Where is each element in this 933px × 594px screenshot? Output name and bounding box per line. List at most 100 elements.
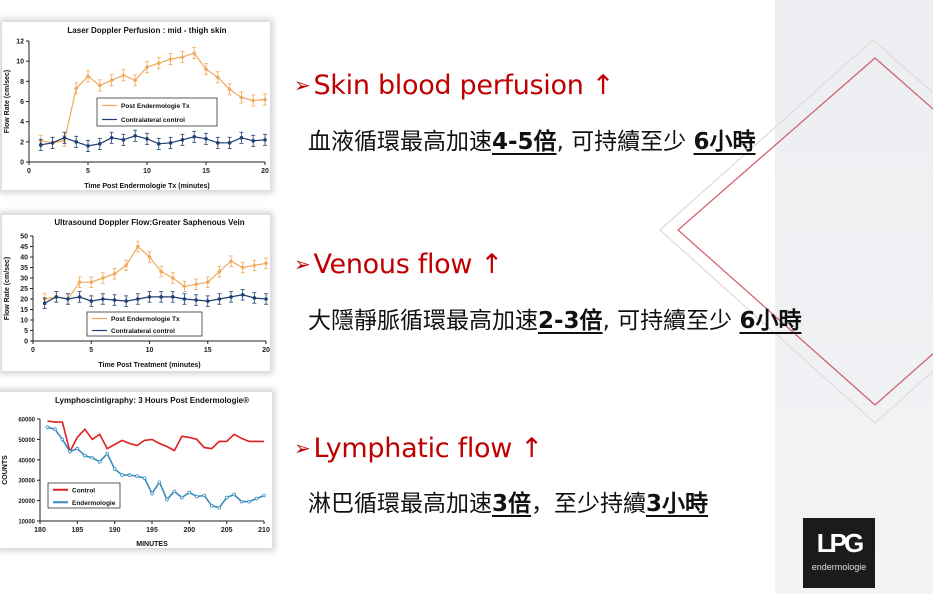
data-point (262, 97, 268, 102)
data-point (109, 78, 114, 83)
data-point (239, 499, 244, 504)
x-tick-label: 200 (183, 527, 195, 534)
data-point (112, 298, 117, 302)
x-axis-label: Time Post Treatment (minutes) (98, 362, 200, 369)
legend-label: Control (72, 487, 95, 494)
data-point (193, 282, 199, 287)
x-tick-label: 5 (89, 347, 93, 354)
data-point (142, 476, 147, 480)
x-axis-label: Time Post Endermologie Tx (minutes) (84, 183, 210, 190)
data-point (124, 299, 128, 303)
y-tick-label: 10 (20, 318, 28, 325)
data-point (144, 64, 150, 70)
series-line-0 (44, 245, 267, 300)
data-point (97, 460, 102, 464)
x-tick-label: 5 (86, 168, 90, 175)
data-point (135, 244, 141, 249)
data-point (252, 296, 257, 300)
bullet-arrow-icon: ➢ (294, 436, 311, 460)
data-point (180, 495, 184, 500)
x-tick-label: 10 (143, 168, 151, 175)
legend-label: Contralateral control (121, 117, 185, 124)
data-point (209, 503, 214, 508)
data-point (250, 98, 256, 103)
body-text: 血液循環最高加速 (308, 129, 492, 155)
data-point (216, 141, 220, 145)
logo-subtext: endermologie (811, 562, 867, 572)
emphasis-multiplier: 2-3倍 (538, 308, 603, 334)
data-point (85, 74, 91, 79)
bullet-arrow-icon: ➢ (294, 252, 311, 276)
data-point (203, 66, 209, 72)
legend-box (96, 97, 218, 127)
data-point (191, 50, 197, 56)
data-point (171, 295, 175, 299)
data-point (39, 143, 43, 147)
chart-lymphoscintigraphy: Lymphoscintigraphy: 3 Hours Post Endermo… (0, 392, 272, 548)
x-tick-label: 205 (221, 527, 233, 534)
series-line-0 (40, 52, 266, 144)
y-tick-label: 50000 (18, 438, 35, 444)
legend-box (47, 482, 121, 509)
emphasis-duration: 6小時 (693, 129, 756, 155)
data-point (105, 451, 109, 456)
data-point (77, 279, 82, 285)
data-point (121, 73, 126, 78)
data-point (252, 263, 257, 268)
data-point (45, 425, 50, 429)
data-point (187, 490, 192, 495)
x-tick-label: 0 (27, 168, 31, 175)
y-tick-label: 12 (16, 39, 24, 46)
x-tick-label: 210 (258, 527, 270, 534)
data-point (262, 493, 266, 498)
data-point (182, 297, 187, 301)
data-point (109, 136, 114, 140)
data-point (90, 455, 95, 460)
data-point (204, 137, 208, 141)
data-point (42, 301, 47, 305)
x-tick-label: 190 (109, 527, 121, 534)
data-point (127, 473, 132, 477)
body-text: , 可持續至少 (556, 129, 694, 155)
legend-label: Post Endermologie Tx (121, 103, 190, 110)
y-tick-label: 2 (20, 139, 24, 146)
data-point (228, 258, 234, 264)
data-point (86, 144, 90, 148)
data-point (240, 293, 245, 297)
data-point (247, 499, 251, 504)
body-text: 大隱靜脈循環最高加速 (308, 308, 538, 334)
data-point (239, 95, 244, 100)
data-point (227, 141, 232, 145)
body-skin-blood-perfusion: 血液循環最高加速4-5倍, 可持續至少 6小時 (308, 122, 756, 156)
y-tick-label: 45 (20, 244, 28, 251)
data-point (240, 265, 245, 270)
legend-label: Post Endermologie Tx (111, 316, 180, 323)
data-point (239, 136, 244, 140)
data-point (156, 60, 162, 66)
data-point (121, 138, 126, 142)
x-tick-label: 20 (262, 347, 270, 354)
y-tick-label: 60000 (18, 418, 35, 424)
data-point (263, 261, 269, 266)
emphasis-duration: 3小時 (646, 491, 709, 517)
data-point (150, 491, 154, 496)
y-tick-label: 20 (20, 297, 28, 304)
data-point (112, 467, 117, 471)
legend-box (86, 311, 203, 337)
emphasis-duration: 6小時 (739, 308, 802, 334)
data-point (182, 284, 187, 289)
y-tick-label: 6 (20, 99, 24, 106)
chart-title: Lymphoscintigraphy: 3 Hours Post Endermo… (55, 396, 249, 405)
legend-label: Endermologie (72, 500, 116, 507)
chart-title: Ultrasound Doppler Flow:Greater Saphenou… (54, 218, 244, 227)
y-tick-label: 30000 (18, 479, 35, 485)
x-tick-label: 0 (31, 347, 35, 354)
data-point (147, 295, 152, 299)
data-point (224, 495, 229, 500)
lpg-logo: LPG endermologie (803, 518, 875, 588)
data-point (195, 494, 199, 499)
data-point (251, 139, 255, 143)
y-tick-label: 25 (20, 286, 28, 293)
data-point (77, 295, 82, 299)
data-point (100, 275, 106, 281)
